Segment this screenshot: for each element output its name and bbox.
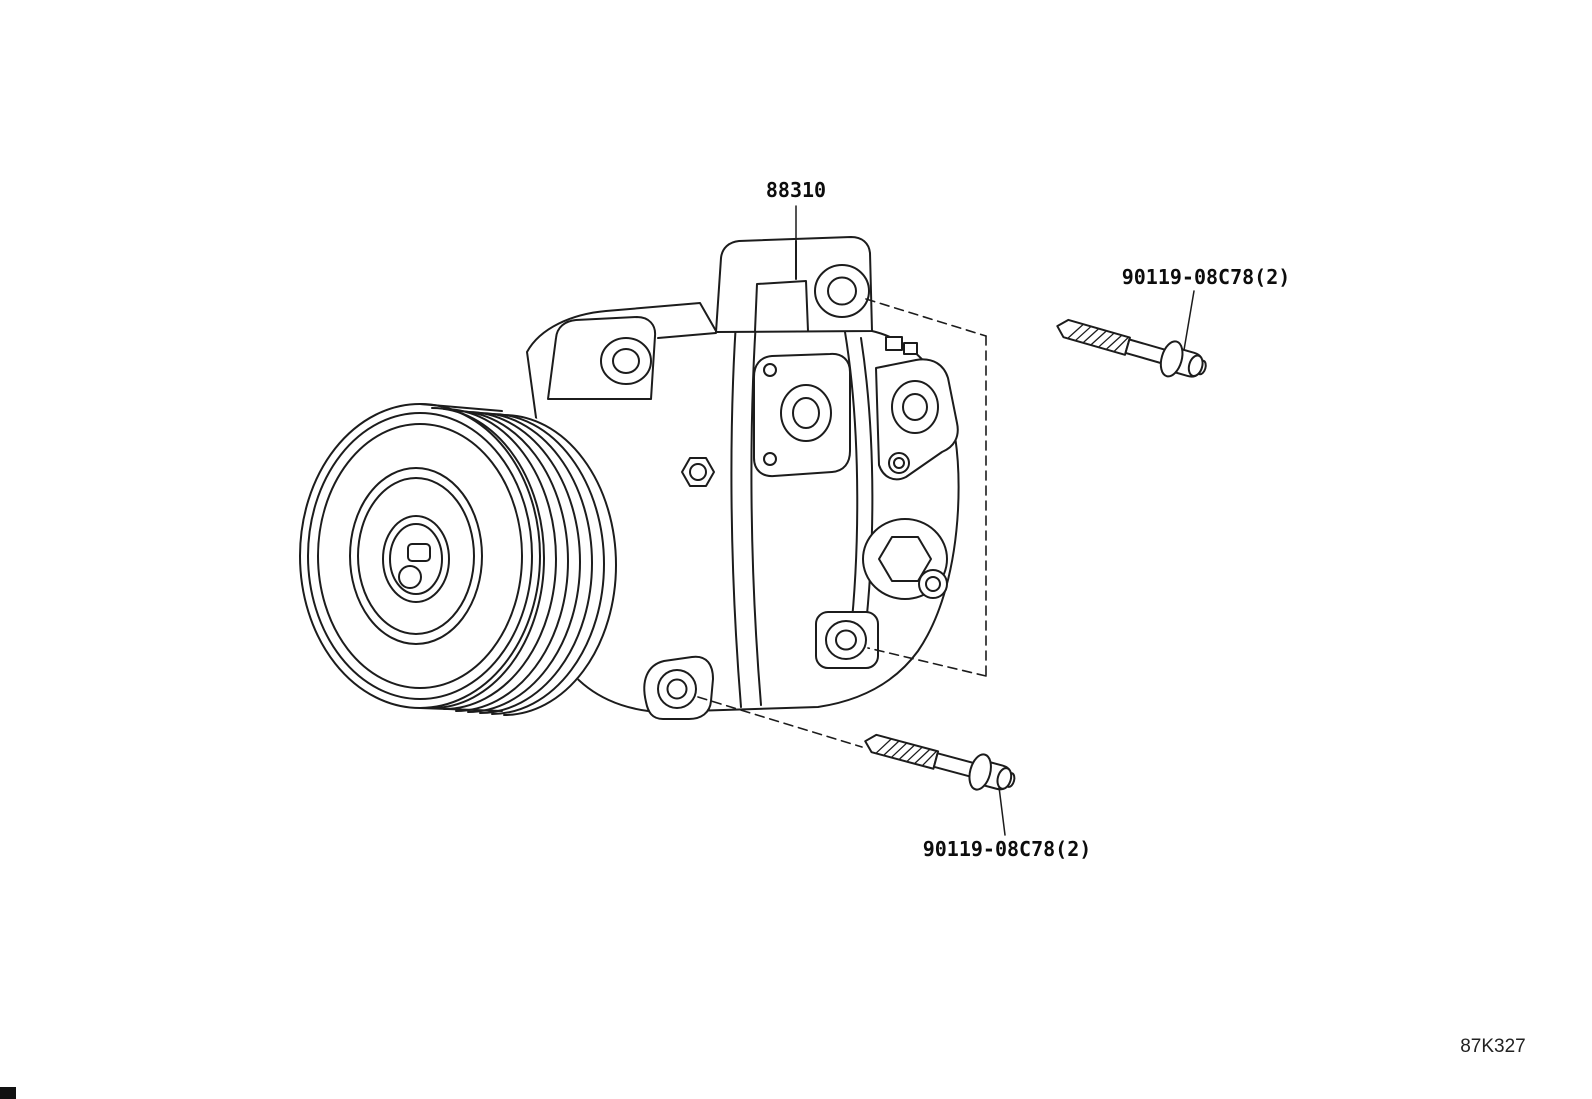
figure-code: 87K327 (1460, 1036, 1526, 1057)
part-label-compressor[interactable]: 88310 (765, 178, 827, 202)
page-corner-artifact (0, 1087, 16, 1099)
compressor-body (526, 302, 960, 720)
bolt-top-drawing (1051, 307, 1212, 387)
part-label-bolt-bottom[interactable]: 90119-08C78(2) (922, 837, 1092, 861)
leader-lines (795, 205, 1195, 836)
part-label-bolt-top[interactable]: 90119-08C78(2) (1121, 265, 1291, 289)
bolt-bottom-drawing (859, 722, 1020, 800)
front-mount-ear (547, 316, 657, 400)
pulley (296, 402, 617, 716)
assembly-guide-lines (697, 298, 987, 748)
mount-bracket (715, 236, 873, 333)
